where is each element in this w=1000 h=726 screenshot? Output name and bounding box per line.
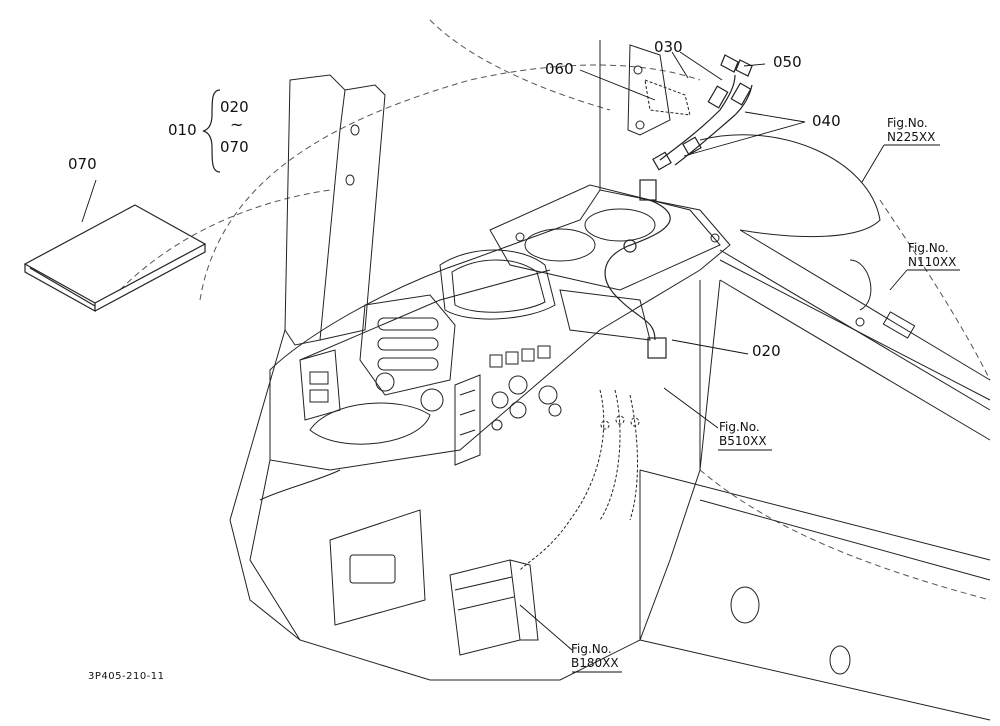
label-020-range-start: 020 (220, 98, 249, 116)
background-outline (119, 19, 991, 601)
label-010-group: 010 (168, 121, 197, 139)
wire-harness (519, 389, 640, 571)
cup-holder (489, 184, 721, 291)
lower-frame (639, 469, 991, 721)
label-040: 040 (812, 112, 841, 130)
figure-ref-number: N110XX (908, 254, 957, 269)
lower-console (249, 279, 721, 681)
label-050: 050 (773, 53, 802, 71)
figure-ref-n225xx: Fig.No. N225XX (887, 116, 936, 145)
figure-ref-prefix: Fig.No. (571, 642, 612, 656)
harness-020 (604, 179, 671, 359)
figure-ref-b510xx: Fig.No. B510XX (719, 420, 767, 449)
figure-ref-prefix: Fig.No. (908, 241, 949, 255)
figure-ref-number: N225XX (887, 129, 936, 144)
figure-ref-number: B510XX (719, 433, 767, 448)
figure-ref-number: B180XX (571, 655, 619, 670)
leader-lines (81, 51, 960, 673)
connector-block (449, 559, 539, 656)
upper-bracket (599, 40, 691, 190)
rops-pillar (229, 74, 386, 641)
label-030: 030 (654, 38, 683, 56)
figure-ref-b180xx: Fig.No. B180XX (571, 642, 619, 671)
frame-bar (719, 249, 991, 441)
operator-manual (23, 204, 207, 313)
figure-ref-n110xx: Fig.No. N110XX (908, 241, 957, 270)
label-020: 020 (752, 342, 781, 360)
harness-040 (652, 54, 753, 171)
dashboard-console (269, 189, 731, 471)
label-070-range-end: 070 (220, 138, 249, 156)
figure-ref-prefix: Fig.No. (887, 116, 928, 130)
label-070-manual: 070 (68, 155, 97, 173)
label-060: 060 (545, 60, 574, 78)
drawing-code: 3P405-210-11 (88, 671, 165, 682)
group-bracket (202, 89, 221, 173)
figure-ref-prefix: Fig.No. (719, 420, 760, 434)
range-symbol: ~ (230, 115, 244, 134)
